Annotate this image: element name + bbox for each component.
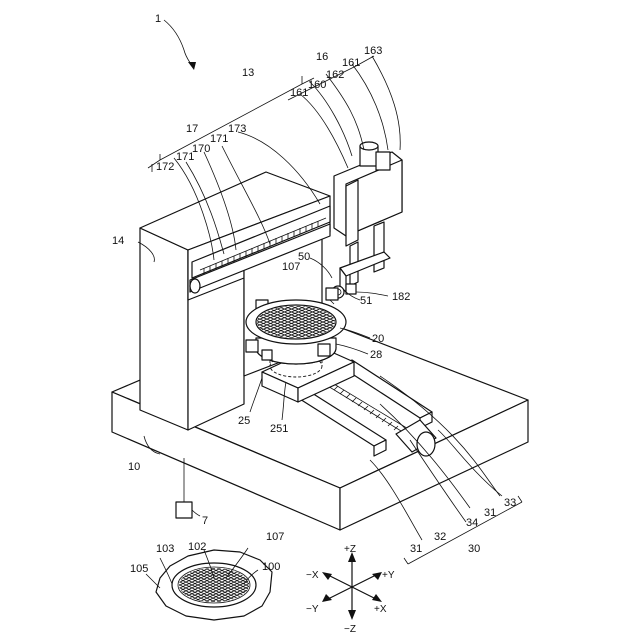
label-rail-33: 33 bbox=[504, 497, 516, 509]
label-column: 14 bbox=[112, 235, 124, 247]
label-rail-31b: 31 bbox=[484, 507, 496, 519]
label-wafer-unit-detail: 107 bbox=[266, 531, 284, 543]
axis-indicator bbox=[322, 552, 382, 620]
label-wafer-100: 100 bbox=[262, 561, 280, 573]
label-z-unit-161a: 161 bbox=[342, 57, 360, 69]
label-z-unit-163: 163 bbox=[364, 45, 382, 57]
label-y-unit-171a: 171 bbox=[210, 133, 228, 145]
label-first-move-unit: 13 bbox=[242, 67, 254, 79]
label-z-unit-161b: 161 bbox=[290, 87, 308, 99]
z-axis-carriage bbox=[330, 142, 402, 304]
label-table-28: 28 bbox=[370, 349, 382, 361]
label-wafer-105: 105 bbox=[130, 563, 148, 575]
axis-label-minus-x: −X bbox=[306, 570, 319, 581]
label-apparatus: 1 bbox=[155, 13, 161, 25]
label-x-move: 30 bbox=[468, 543, 480, 555]
axis-label-plus-z: +Z bbox=[344, 544, 356, 555]
controller-box bbox=[176, 458, 192, 518]
label-z-unit-162: 162 bbox=[326, 69, 344, 81]
label-controller: 7 bbox=[202, 515, 208, 527]
label-y-unit-170: 170 bbox=[192, 143, 210, 155]
label-wafer-103: 103 bbox=[156, 543, 174, 555]
label-base: 10 bbox=[128, 461, 140, 473]
label-second-move-unit: 16 bbox=[316, 51, 328, 63]
label-third-move-unit: 17 bbox=[186, 123, 198, 135]
label-z-unit-160: 160 bbox=[308, 79, 326, 91]
label-y-unit-172: 172 bbox=[156, 161, 174, 173]
label-table: 20 bbox=[372, 333, 384, 345]
label-y-unit-173: 173 bbox=[228, 123, 246, 135]
axis-label-plus-y: +Y bbox=[382, 570, 395, 581]
label-head: 50 bbox=[298, 251, 310, 263]
label-rail-34: 34 bbox=[466, 517, 478, 529]
axis-label-plus-x: +X bbox=[374, 604, 387, 615]
label-rail-31a: 31 bbox=[410, 543, 422, 555]
label-table-25: 25 bbox=[238, 415, 250, 427]
axis-label-minus-y: −Y bbox=[306, 604, 319, 615]
label-head-51: 51 bbox=[360, 295, 372, 307]
label-sensor-182: 182 bbox=[392, 291, 410, 303]
axis-label-minus-z: −Z bbox=[344, 624, 356, 635]
label-wafer-102: 102 bbox=[188, 541, 206, 553]
wafer-unit-detail bbox=[156, 550, 272, 620]
label-rail-32: 32 bbox=[434, 531, 446, 543]
label-table-251: 251 bbox=[270, 423, 288, 435]
label-y-unit-171b: 171 bbox=[176, 151, 194, 163]
